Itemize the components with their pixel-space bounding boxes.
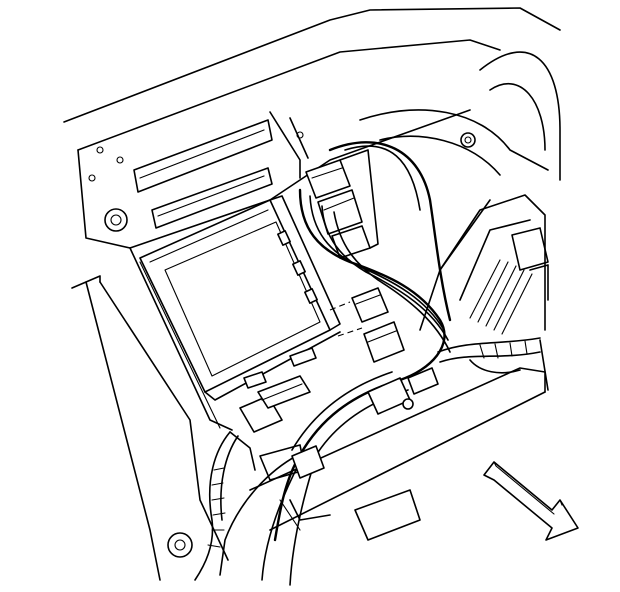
direction-arrow-icon bbox=[483, 461, 579, 541]
connector-cluster-upper bbox=[305, 149, 379, 259]
panel-structure bbox=[63, 7, 561, 581]
lower-bracket bbox=[229, 375, 421, 541]
connector-cluster-middle bbox=[329, 287, 405, 363]
lower-trim bbox=[249, 367, 546, 531]
wiring-harness bbox=[194, 141, 541, 586]
fastener-holes bbox=[88, 131, 304, 558]
panel-slots bbox=[133, 119, 273, 229]
control-module bbox=[139, 195, 341, 401]
